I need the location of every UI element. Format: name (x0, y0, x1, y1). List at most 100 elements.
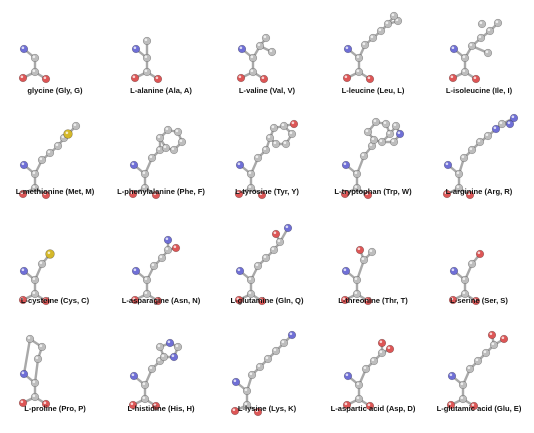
carbon-atom (377, 348, 387, 358)
nitrogen-atom (341, 266, 351, 276)
atom-highlight (165, 247, 169, 251)
atom-highlight (344, 402, 348, 406)
oxygen-atom (289, 119, 299, 129)
nitrogen-atom (169, 352, 179, 362)
carbon-atom (159, 352, 169, 362)
nitrogen-atom (449, 266, 459, 276)
atoms (236, 33, 277, 84)
carbon-atom (376, 26, 386, 36)
oxygen-atom (471, 74, 481, 84)
carbon-atom (248, 53, 258, 63)
molecule-methionine: L-methionine (Met, M) (2, 112, 108, 220)
atom-highlight (142, 396, 146, 400)
atom-highlight (345, 373, 349, 377)
carbon-atom (30, 392, 40, 402)
atom-highlight (155, 298, 159, 302)
tyrosine-model (234, 119, 299, 200)
carbon-atom (275, 237, 285, 247)
atom-highlight (144, 55, 148, 59)
atom-highlight (344, 75, 348, 79)
atom-highlight (462, 69, 466, 73)
carbon-atom (467, 41, 477, 51)
atom-highlight (32, 380, 36, 384)
atom-highlight (39, 261, 43, 265)
atom-highlight (43, 192, 47, 196)
atom-highlight (342, 297, 346, 301)
atom-highlight (255, 409, 259, 413)
molecule-label: L-alanine (Ala, A) (130, 86, 192, 95)
atom-highlight (363, 366, 367, 370)
methionine-model (18, 121, 81, 200)
oxygen-atom (385, 344, 395, 354)
atoms (442, 113, 519, 200)
carbon-atom (458, 394, 468, 404)
carbon-atom (467, 145, 477, 155)
nitrogen-atom (163, 235, 173, 245)
molecule-valine: L-valine (Val, V) (214, 10, 320, 118)
atom-highlight (131, 373, 135, 377)
carbon-atom (371, 117, 381, 127)
atom-highlight (244, 388, 248, 392)
atom-highlight (387, 131, 391, 135)
atom-highlight (383, 121, 387, 125)
atom-highlight (369, 143, 373, 147)
carbon-atom (354, 380, 364, 390)
atoms (234, 119, 299, 200)
atom-highlight (263, 255, 267, 259)
atom-highlight (165, 237, 169, 241)
serine-model (448, 249, 485, 306)
atom-highlight (248, 185, 252, 189)
nitrogen-atom (443, 160, 453, 170)
carbon-atom (460, 275, 470, 285)
nitrogen-atom (395, 129, 405, 139)
atom-highlight (273, 141, 277, 145)
carbon-atom (271, 139, 281, 149)
carbon-atom (477, 19, 487, 29)
atom-highlight (487, 28, 491, 32)
carbon-atom (53, 141, 63, 151)
carbon-atom (248, 67, 258, 77)
bonds (237, 122, 296, 197)
atom-highlight (173, 245, 177, 249)
carbon-atom (25, 334, 35, 344)
atoms (342, 338, 395, 411)
carbon-atom (476, 33, 486, 43)
atom-highlight (65, 131, 69, 135)
atom-highlight (21, 46, 25, 50)
atom-highlight (354, 185, 358, 189)
atom-highlight (144, 38, 148, 42)
carbon-atom (149, 261, 159, 271)
molecule-histidine: L-histidine (His, H) (108, 325, 214, 433)
atom-highlight (39, 157, 43, 161)
nitrogen-atom (343, 44, 353, 54)
molecule-label: L-arginine (Arg, R) (445, 187, 513, 196)
atoms (128, 125, 187, 200)
atom-highlight (444, 191, 448, 195)
atom-highlight (489, 332, 493, 336)
atom-highlight (451, 46, 455, 50)
atom-highlight (379, 350, 383, 354)
carbon-atom (177, 137, 187, 147)
carbon-atom (354, 67, 364, 77)
atom-highlight (157, 358, 161, 362)
atom-highlight (477, 251, 481, 255)
atom-highlight (461, 155, 465, 159)
atom-highlight (462, 277, 466, 281)
atom-highlight (367, 403, 371, 407)
carbon-atom (493, 18, 503, 28)
glutamine-model (234, 223, 293, 306)
atom-highlight (21, 371, 25, 375)
carbon-atom (497, 119, 507, 129)
oxygen-atom (18, 73, 28, 83)
carbon-atom (37, 155, 47, 165)
atom-highlight (149, 155, 153, 159)
atom-highlight (248, 277, 252, 281)
atom-highlight (27, 336, 31, 340)
carbon-atom (389, 137, 399, 147)
nitrogen-atom (19, 44, 29, 54)
carbon-atom (383, 19, 393, 29)
molecule-label: L-lysine (Lys, K) (237, 404, 297, 413)
oxygen-atom (475, 249, 485, 259)
molecule-label: L-histidine (His, H) (127, 404, 195, 413)
carbon-atom (169, 145, 179, 155)
